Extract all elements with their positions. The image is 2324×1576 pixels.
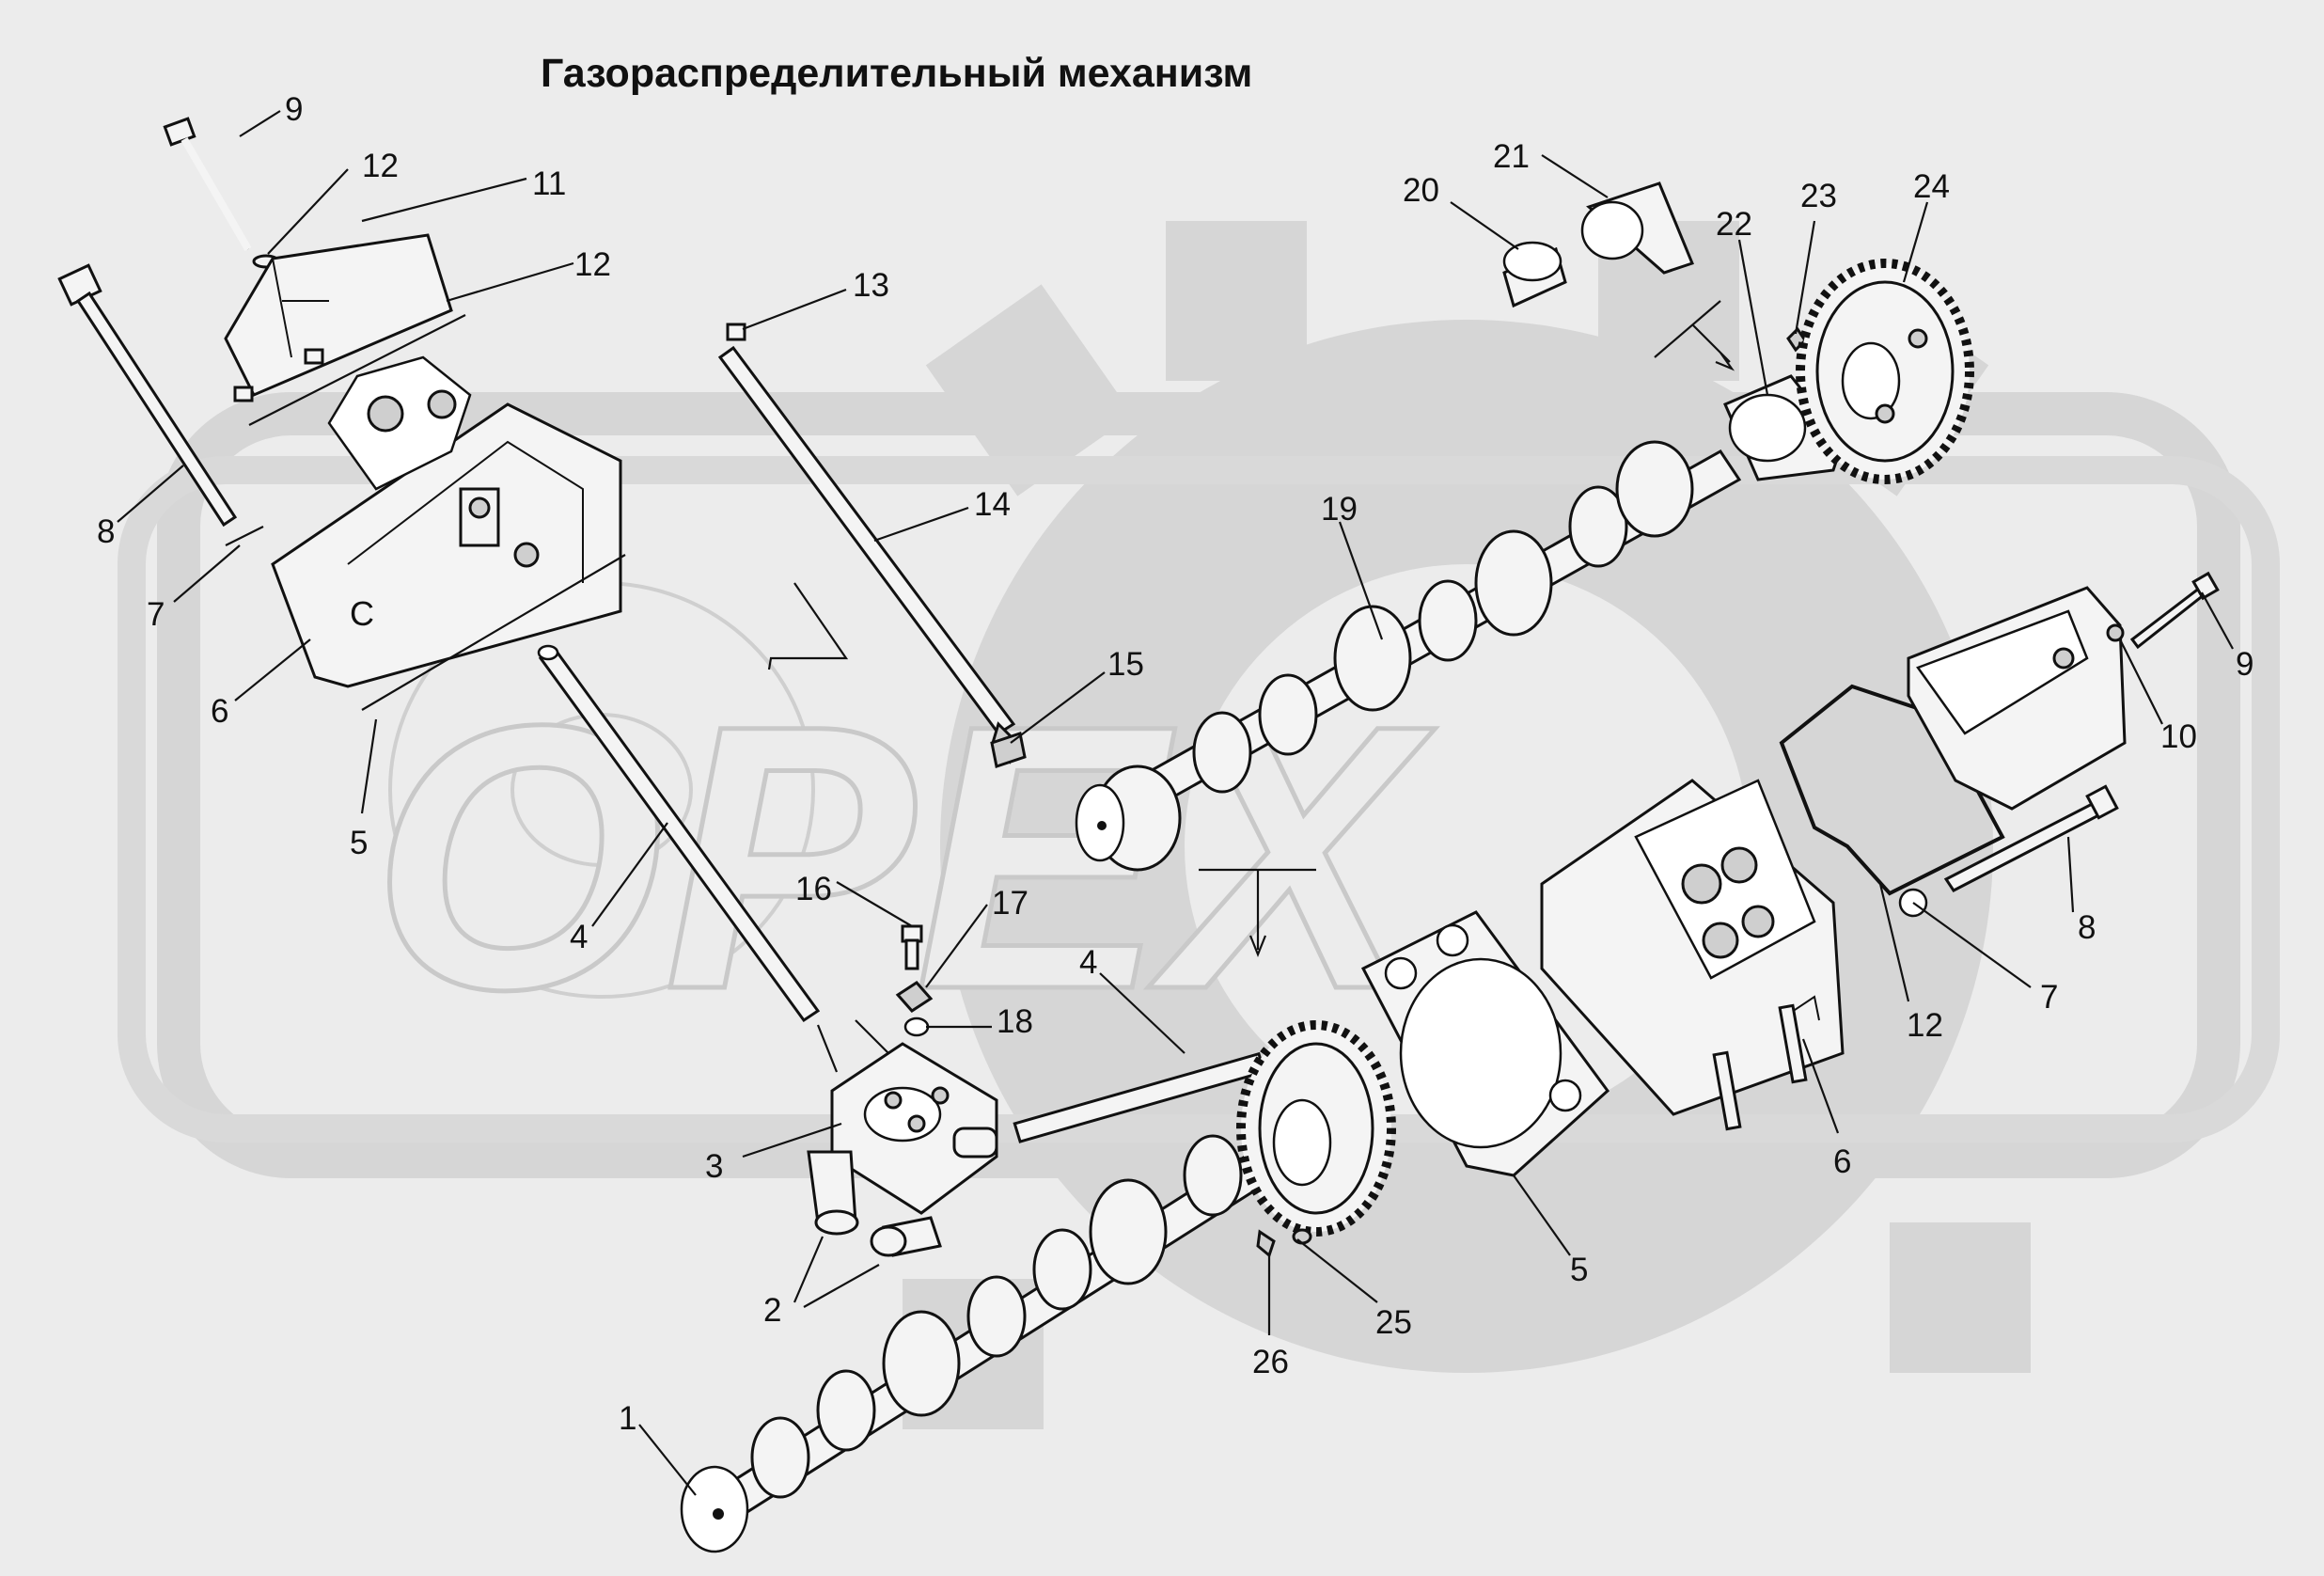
callout: 9 bbox=[2236, 646, 2253, 683]
callout: 11 bbox=[532, 165, 566, 202]
bolt-9-right bbox=[2129, 571, 2220, 650]
callout: 8 bbox=[97, 513, 115, 550]
washer-10 bbox=[2106, 623, 2125, 642]
gasket-5-left bbox=[361, 554, 626, 711]
callout: 18 bbox=[997, 1003, 1033, 1040]
bearing-22 bbox=[1723, 374, 1845, 481]
tappet-2b bbox=[870, 1216, 942, 1257]
callout: 4 bbox=[570, 919, 588, 955]
ring-18 bbox=[903, 1017, 930, 1037]
callout: 24 bbox=[1913, 168, 1950, 205]
callout: 17 bbox=[992, 885, 1029, 922]
leader-lines bbox=[117, 110, 2234, 1496]
bolt-16 bbox=[901, 924, 923, 970]
gasket-5-right bbox=[1360, 910, 1610, 1177]
callout: 5 bbox=[1570, 1252, 1588, 1288]
callout: 20 bbox=[1403, 172, 1439, 209]
direction-arrow-3 bbox=[1654, 300, 1735, 371]
callout: 3 bbox=[705, 1148, 723, 1185]
cylinder-head-6-left: C bbox=[271, 355, 622, 688]
bolt-8-left bbox=[57, 263, 238, 528]
cam-gear-lower bbox=[1236, 1020, 1396, 1237]
callout: 7 bbox=[2040, 979, 2058, 1016]
head-assembly-left: C bbox=[57, 117, 626, 711]
bracket-arrows bbox=[816, 1019, 889, 1073]
bolt-9-left bbox=[163, 117, 252, 252]
callout: 13 bbox=[853, 267, 889, 304]
bushing-20 bbox=[1502, 241, 1567, 308]
camshaft-19 bbox=[1075, 440, 1742, 872]
rocker-cover-right bbox=[1907, 586, 2127, 811]
callout: 5 bbox=[350, 825, 368, 861]
callout: 25 bbox=[1375, 1304, 1412, 1341]
gasket-12-left bbox=[248, 314, 466, 426]
callout: 12 bbox=[362, 148, 399, 184]
callout: 9 bbox=[285, 91, 303, 128]
callout: 19 bbox=[1321, 491, 1358, 528]
direction-arrow-1 bbox=[767, 582, 849, 670]
callout: 12 bbox=[574, 246, 611, 283]
direction-arrow-2 bbox=[1199, 868, 1316, 957]
callout: 16 bbox=[795, 871, 832, 907]
camshaft-1 bbox=[680, 1134, 1281, 1553]
cylinder-head-6-right bbox=[1540, 779, 1845, 1131]
pushrod-14 bbox=[717, 323, 1019, 764]
callout: 4 bbox=[1079, 944, 1097, 981]
callout: 6 bbox=[1833, 1143, 1851, 1180]
callout: 1 bbox=[619, 1400, 636, 1437]
callout: 6 bbox=[211, 693, 228, 730]
callout: 14 bbox=[974, 486, 1011, 523]
callout: 12 bbox=[1907, 1007, 1943, 1044]
callout: 22 bbox=[1716, 206, 1752, 243]
callout: 8 bbox=[2078, 909, 2096, 946]
tappet-2a bbox=[807, 1150, 859, 1236]
washer-7-left bbox=[225, 526, 264, 546]
callouts: 1 2 3 4 4 5 5 6 6 7 7 8 8 9 9 10 11 12 1… bbox=[97, 91, 2253, 1437]
tappet-bracket-3 bbox=[830, 1042, 998, 1215]
callout: 21 bbox=[1493, 138, 1530, 175]
cam-gear-24 bbox=[1796, 259, 1974, 484]
bolt-8-right bbox=[1943, 784, 2119, 892]
callout: 10 bbox=[2160, 718, 2197, 755]
callout: 26 bbox=[1252, 1344, 1289, 1380]
gasket-12-right bbox=[1779, 684, 2005, 896]
pushrod-4-upper bbox=[537, 644, 821, 1023]
screw-15 bbox=[990, 732, 1027, 768]
callout: 15 bbox=[1107, 646, 1144, 683]
bearing-21 bbox=[1580, 181, 1694, 275]
svg-text:C: C bbox=[350, 594, 374, 633]
callout: 7 bbox=[147, 596, 165, 633]
screw-25 bbox=[1292, 1228, 1312, 1245]
callout: 2 bbox=[763, 1292, 781, 1329]
plate-17 bbox=[895, 981, 934, 1013]
rocker-cover-11 bbox=[224, 233, 453, 402]
page-title: Газораспределительный механизм bbox=[541, 51, 1252, 96]
callout: 23 bbox=[1800, 178, 1837, 214]
